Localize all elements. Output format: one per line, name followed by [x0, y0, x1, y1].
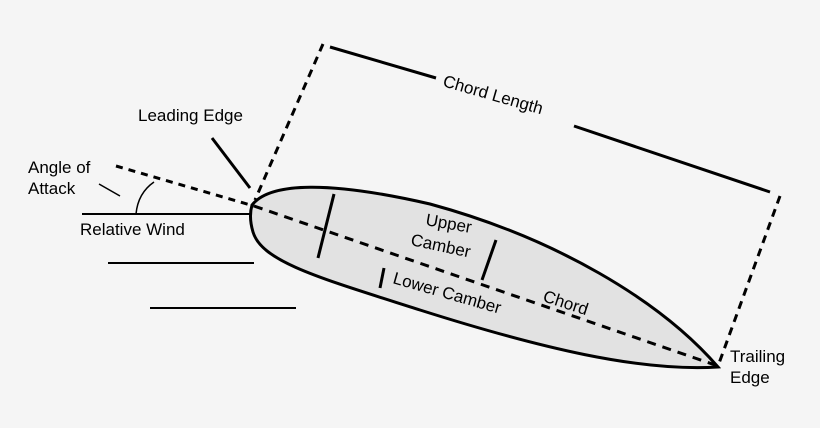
upper-camber-marker-right — [480, 239, 498, 281]
chord-length-dimension-line-left — [329, 45, 437, 80]
chord-length-label: Chord Length — [441, 72, 545, 119]
leading-edge-label: Leading Edge — [138, 106, 243, 125]
leading-edge-leader — [210, 137, 252, 189]
trailing-edge-label-line1: Trailing — [730, 347, 785, 366]
upper-camber-marker-left — [316, 193, 336, 259]
chord-length-extension-leading — [253, 43, 325, 201]
lower-camber-marker — [378, 267, 386, 289]
angle-of-attack-line — [115, 164, 255, 208]
trailing-edge-label-line2: Edge — [730, 368, 770, 387]
angle-of-attack-leader — [98, 183, 121, 197]
relative-wind-label: Relative Wind — [80, 220, 185, 239]
chord-length-dimension-line-right — [573, 124, 771, 194]
angle-of-attack-label-line2: Attack — [28, 179, 76, 198]
angle-of-attack-label-line1: Angle of — [28, 158, 91, 177]
chord-line — [253, 204, 719, 368]
angle-of-attack-arc — [135, 181, 155, 215]
chord-length-extension-trailing — [716, 195, 782, 367]
